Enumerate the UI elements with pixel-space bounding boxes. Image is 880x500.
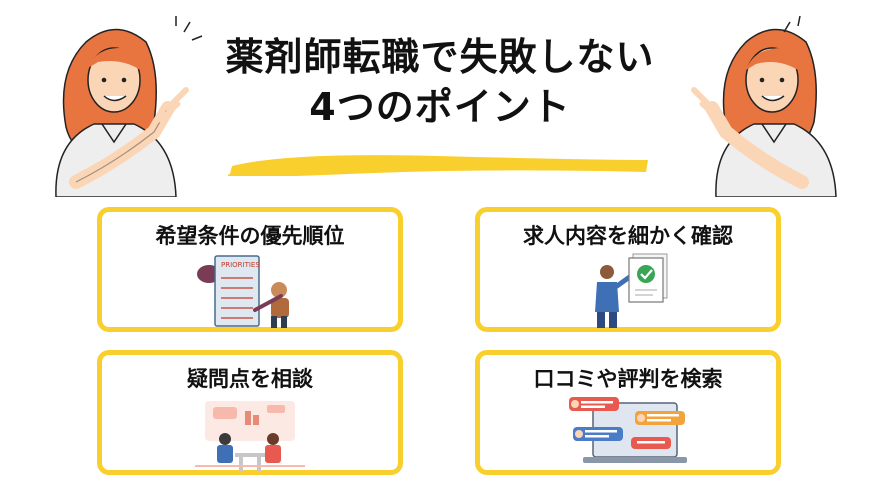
point-card-priorities: 希望条件の優先順位 PRIORITIES bbox=[97, 207, 403, 332]
card-label: 口コミや評判を検索 bbox=[533, 367, 723, 391]
card-label: 希望条件の優先順位 bbox=[155, 224, 345, 248]
highlight-underline bbox=[228, 155, 648, 176]
laptop-reviews-icon bbox=[569, 397, 687, 463]
title-line-2: 4つのポイント bbox=[309, 85, 571, 129]
document-check-icon bbox=[595, 253, 668, 328]
woman-pointing-icon bbox=[691, 15, 837, 197]
page-title: 薬剤師転職で失敗しない 4つのポイント bbox=[190, 32, 690, 132]
point-card-reviews: 口コミや評判を検索 bbox=[475, 350, 781, 475]
point-card-consult: 疑問点を相談 bbox=[97, 350, 403, 475]
woman-pointing-icon bbox=[55, 16, 203, 197]
card-label: 疑問点を相談 bbox=[187, 367, 313, 391]
title-line-1: 薬剤師転職で失敗しない bbox=[225, 35, 655, 79]
point-card-job-details: 求人内容を細かく確認 bbox=[475, 207, 781, 332]
card-label: 求人内容を細かく確認 bbox=[523, 224, 733, 248]
checklist-heading: PRIORITIES bbox=[221, 261, 260, 269]
checklist-icon: PRIORITIES bbox=[197, 255, 289, 328]
consultation-icon bbox=[195, 401, 305, 471]
